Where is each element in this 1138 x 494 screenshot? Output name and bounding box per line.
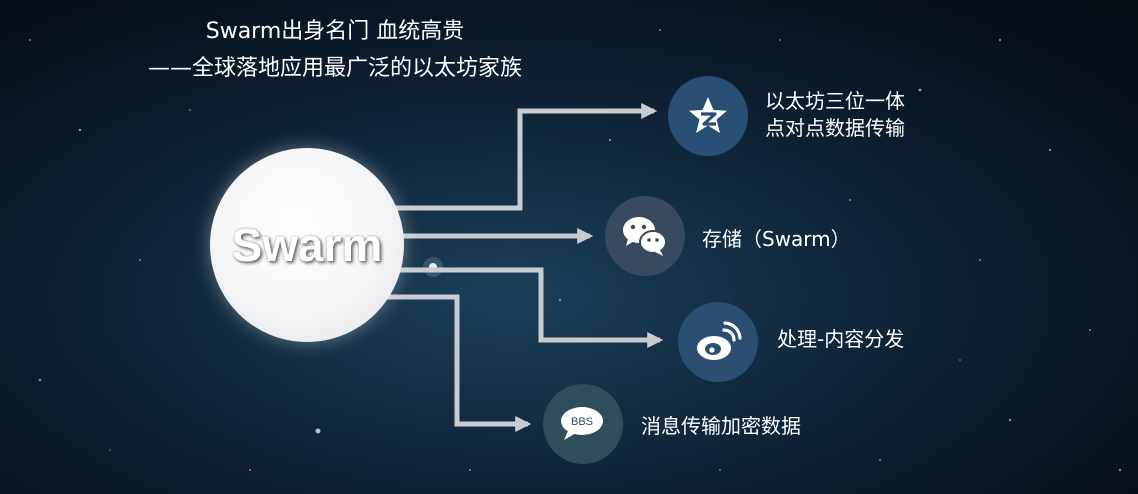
branch-1-label-line-2: 点对点数据传输 bbox=[765, 116, 905, 140]
branch-3-label: 处理-内容分发 bbox=[777, 326, 904, 353]
branch-2-label: 存储（Swarm） bbox=[702, 226, 851, 253]
swarm-center-label: Swarm bbox=[231, 219, 383, 271]
arrow-to-branch-4 bbox=[382, 294, 532, 433]
arrow-to-branch-1 bbox=[383, 102, 658, 211]
branch-2-label-line-1: 存储（Swarm） bbox=[702, 227, 851, 251]
title-line-1: Swarm出身名门 血统高贵 bbox=[205, 19, 465, 44]
branch-4-label-line-1: 消息传输加密数据 bbox=[641, 414, 801, 438]
title-line-2: ——全球落地应用最广泛的以太坊家族 bbox=[147, 56, 522, 81]
qzone-icon bbox=[668, 76, 748, 156]
branch-1-label-line-1: 以太坊三位一体 bbox=[765, 89, 905, 113]
bbs-icon: BBS bbox=[543, 384, 623, 464]
weibo-icon bbox=[678, 302, 758, 382]
branch-1-label: 以太坊三位一体 点对点数据传输 bbox=[765, 88, 905, 142]
branch-3-label-line-1: 处理-内容分发 bbox=[777, 327, 905, 351]
bbs-icon-text: BBS bbox=[571, 416, 593, 428]
wechat-icon bbox=[605, 196, 685, 276]
arrow-to-branch-3 bbox=[398, 267, 664, 349]
swarm-center-circle: Swarm bbox=[210, 148, 404, 342]
branch-4-label: 消息传输加密数据 bbox=[641, 413, 801, 440]
